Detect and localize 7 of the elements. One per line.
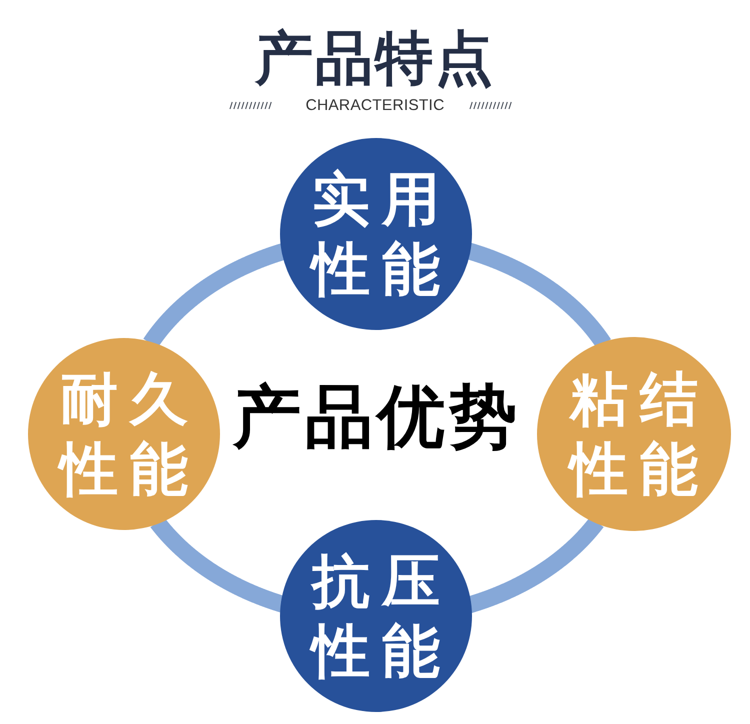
center-label: 产品优势 [233, 379, 521, 457]
title: 产品特点 [255, 23, 495, 94]
circle-label: 抗压性能 [312, 546, 452, 686]
circle-label: 粘结性能 [570, 364, 710, 504]
circle-label: 耐久性能 [60, 364, 200, 504]
circle-label: 实用性能 [312, 164, 452, 304]
subtitle: CHARACTERISTIC [306, 97, 444, 115]
